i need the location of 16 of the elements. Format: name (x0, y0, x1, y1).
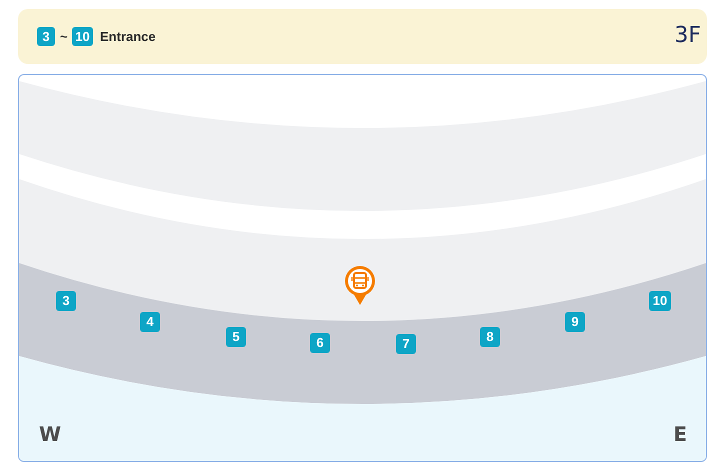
east-label: E (673, 422, 687, 446)
range-separator: ~ (60, 28, 68, 46)
entrance-number-badge: 7 (396, 334, 416, 354)
entrance-number-badge: 3 (37, 27, 55, 46)
entrance-number-badge: 10 (72, 27, 93, 46)
floor-label: 3F (674, 22, 701, 50)
entrance-number-badge: 6 (310, 333, 330, 353)
entrance-label: Entrance (100, 28, 156, 46)
west-label: W (39, 422, 62, 446)
entrance-number-badge: 8 (480, 327, 500, 347)
entrance-number-badge: 9 (565, 312, 585, 332)
entrance-number-badge: 4 (140, 312, 160, 332)
entrance-number-badge: 5 (226, 327, 246, 347)
floor-header-band (18, 9, 707, 64)
entrance-number-badge: 3 (56, 291, 76, 311)
entrance-number-badge: 10 (649, 291, 671, 311)
